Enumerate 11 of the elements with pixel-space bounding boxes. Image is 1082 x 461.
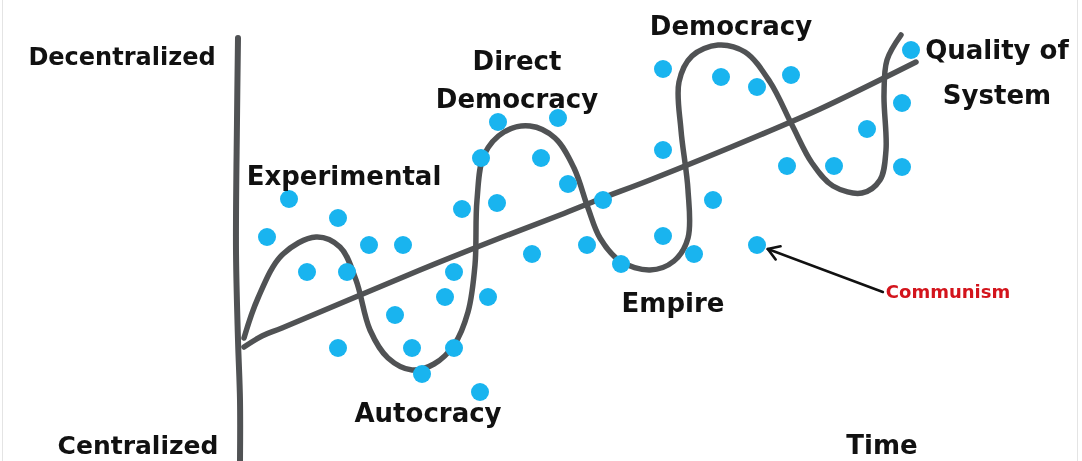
annotation-label: Communism bbox=[885, 281, 1011, 303]
stage-label: Experimental bbox=[246, 163, 442, 189]
arrow bbox=[766, 245, 885, 294]
axis-label: Quality of System bbox=[924, 34, 1070, 112]
axis-label: Decentralized bbox=[28, 42, 216, 72]
stage-label: Direct Democracy bbox=[434, 45, 600, 116]
stage-label: Democracy bbox=[649, 11, 813, 43]
axis-label: Centralized bbox=[57, 431, 219, 461]
stage-label: Autocracy bbox=[354, 398, 502, 430]
axis-label: Time bbox=[846, 430, 918, 461]
stage-label: Empire bbox=[621, 288, 725, 320]
